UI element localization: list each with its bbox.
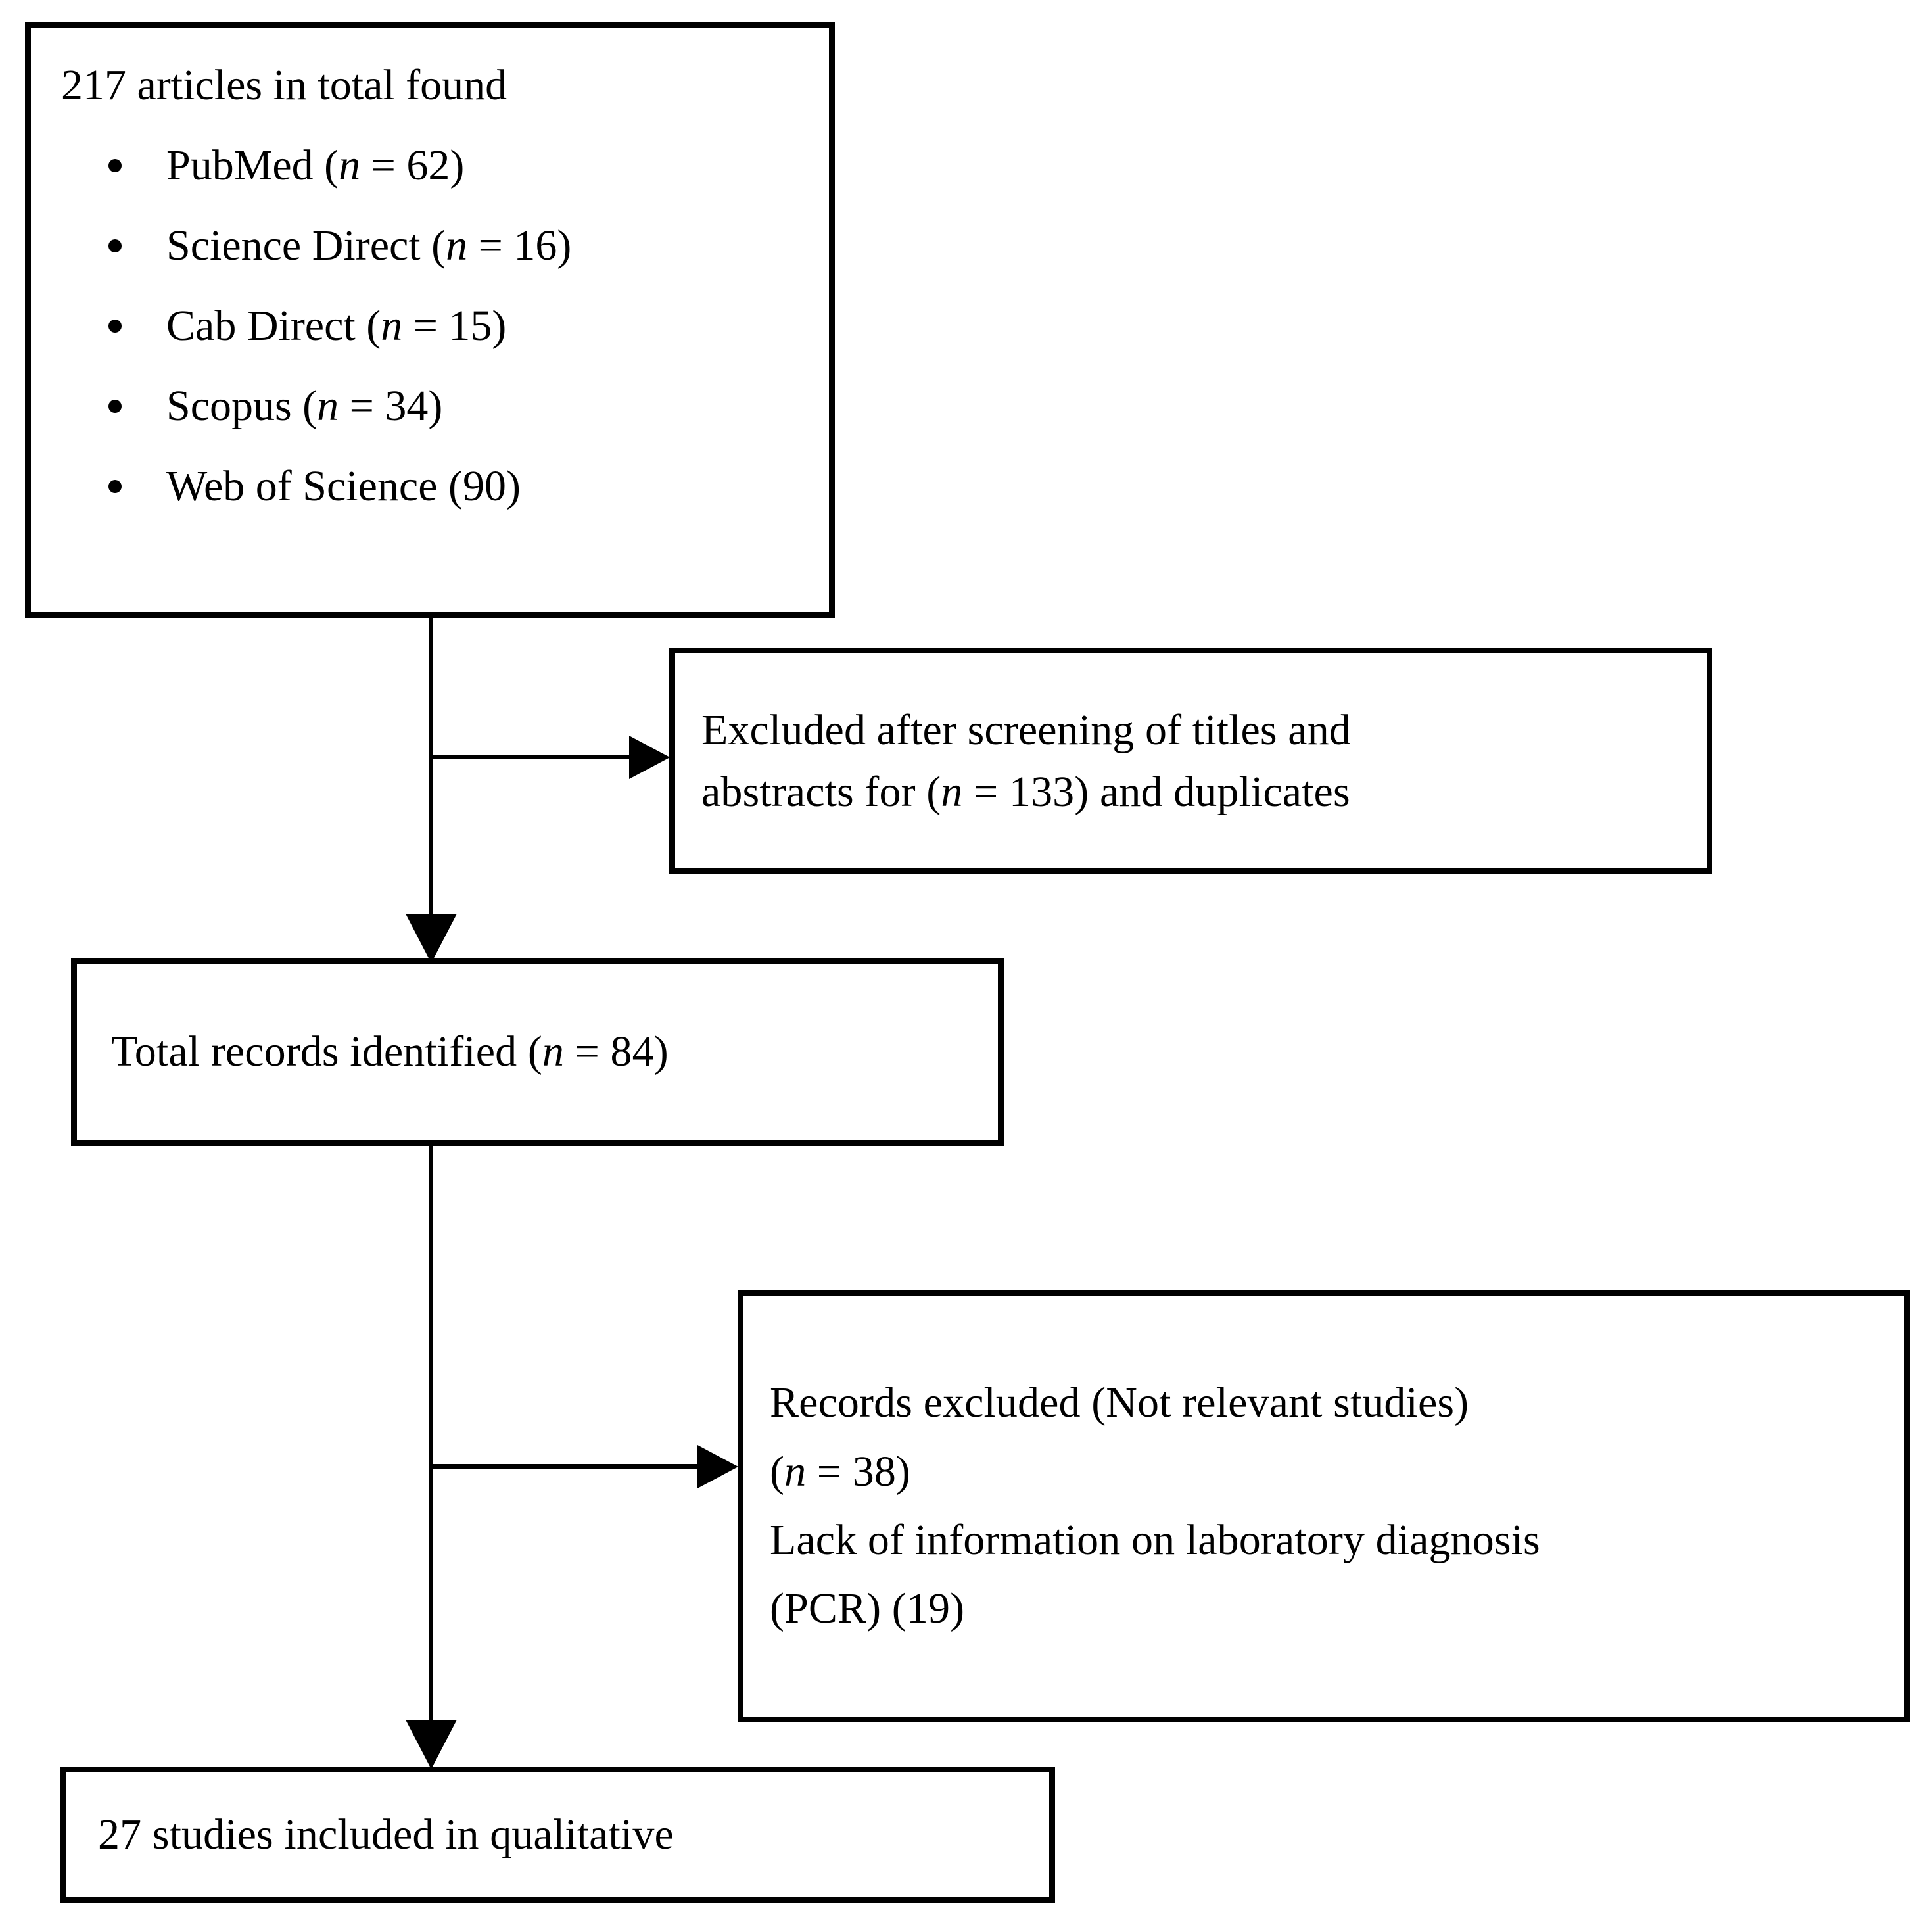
connector-sources-to-excluded-screening <box>429 755 631 759</box>
connector-total-records-to-records-excluded <box>429 1464 699 1469</box>
source-label-scopus: Scopus (n = 34) <box>166 382 443 430</box>
node-articles-found: 217 articles in total found PubMed (n = … <box>25 22 835 618</box>
list-item: Science Direct (n = 16) <box>31 221 829 271</box>
records-excluded-line-3: Lack of information on laboratory diagno… <box>770 1516 1540 1564</box>
total-records-text: Total records identified (n = 84) <box>111 1028 669 1076</box>
arrow-right-icon <box>629 736 670 779</box>
list-item: Web of Science (90) <box>31 462 829 511</box>
bullet-icon <box>108 480 122 493</box>
connector-sources-to-total-records <box>429 618 433 926</box>
arrow-right-icon <box>697 1445 738 1488</box>
source-label-pubmed: PubMed (n = 62) <box>166 141 465 189</box>
list-item: Scopus (n = 34) <box>31 381 829 431</box>
source-label-science-direct: Science Direct (n = 16) <box>166 222 572 270</box>
list-item: Cab Direct (n = 15) <box>31 301 829 351</box>
studies-included-text: 27 studies included in qualitative <box>98 1810 674 1859</box>
excluded-screening-line-2: abstracts for (n = 133) and duplicates <box>701 767 1350 816</box>
list-item: PubMed (n = 62) <box>31 141 829 191</box>
node-studies-included: 27 studies included in qualitative <box>60 1767 1055 1903</box>
records-excluded-line-4: (PCR) (19) <box>770 1584 965 1633</box>
bullet-icon <box>108 320 122 333</box>
arrow-down-icon <box>406 1720 457 1769</box>
records-excluded-line-2: (n = 38) <box>770 1447 911 1496</box>
arrow-down-icon <box>406 914 457 963</box>
source-label-cab-direct: Cab Direct (n = 15) <box>166 302 507 350</box>
excluded-screening-line-1: Excluded after screening of titles and <box>701 705 1351 754</box>
node-total-records-identified: Total records identified (n = 84) <box>71 958 1004 1146</box>
records-excluded-line-1: Records excluded (Not relevant studies) <box>770 1379 1469 1427</box>
node-excluded-screening: Excluded after screening of titles and a… <box>669 648 1712 874</box>
source-label-web-of-science: Web of Science (90) <box>166 462 521 510</box>
source-database-list: PubMed (n = 62) Science Direct (n = 16) … <box>31 110 829 511</box>
connector-total-records-to-included <box>429 1146 433 1732</box>
node-articles-found-heading: 217 articles in total found <box>61 61 507 109</box>
bullet-icon <box>108 159 122 172</box>
node-records-excluded: Records excluded (Not relevant studies) … <box>738 1290 1910 1722</box>
bullet-icon <box>108 400 122 413</box>
bullet-icon <box>108 239 122 252</box>
